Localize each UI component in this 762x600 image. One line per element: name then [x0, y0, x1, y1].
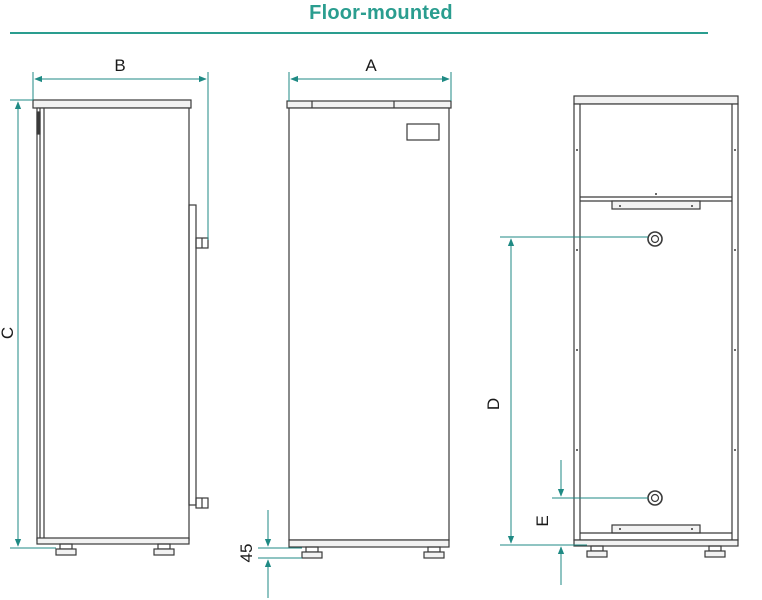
rear-view-upper-connection: [647, 231, 663, 247]
dimension-a-label: A: [365, 56, 377, 75]
front-view-base-plate: [288, 539, 450, 548]
front-view-control-panel: [406, 123, 440, 141]
side-view-body: [36, 107, 190, 541]
rear-view-upper-bracket: [611, 200, 701, 210]
dimension-d-label: D: [484, 398, 503, 410]
rear-view-lower-connection: [647, 490, 663, 506]
dimension-c-label: C: [0, 327, 17, 339]
side-view-foot: [153, 543, 175, 556]
side-view-door-hinge: [36, 111, 41, 135]
dimension-lines: [10, 72, 648, 598]
diagram-title: Floor-mounted: [309, 2, 453, 24]
rear-view-foot: [586, 545, 608, 558]
rear-view-base-plate: [573, 539, 739, 547]
dimension-45-label: 45: [237, 544, 256, 563]
side-view-top-cap: [32, 99, 192, 109]
side-view-foot: [55, 543, 77, 556]
side-view: [32, 99, 209, 556]
dimension-e-label: E: [533, 515, 552, 526]
rear-view: [573, 95, 739, 558]
side-view-rear-panel: [188, 204, 197, 506]
front-view-body: [288, 107, 450, 541]
front-view-foot: [423, 546, 445, 559]
rear-view-screw-dots: [576, 149, 736, 530]
rear-view-lower-bracket: [611, 524, 701, 534]
rear-view-frame: [573, 103, 739, 541]
front-view-foot: [301, 546, 323, 559]
side-view-base-plate: [36, 537, 190, 545]
dimension-b-label: B: [114, 56, 125, 75]
rear-view-foot: [704, 545, 726, 558]
front-view: [286, 100, 452, 559]
rear-view-top-cap: [573, 95, 739, 105]
